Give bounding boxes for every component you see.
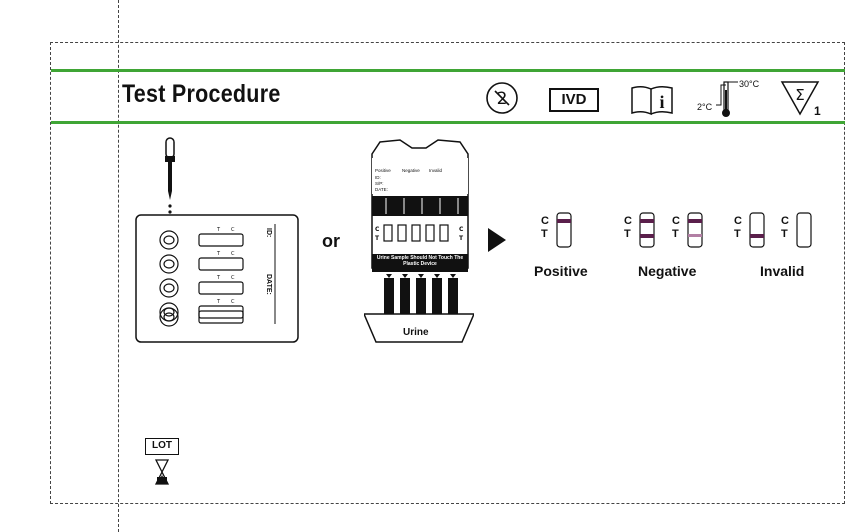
svg-text:T: T (375, 235, 380, 242)
temp-low-label: 2°C (697, 102, 713, 112)
do-not-reuse-icon: 2 (486, 82, 518, 114)
info-book-icon: i (631, 85, 673, 116)
dip-warning-text: Urine Sample Should Not Touch The Plasti… (376, 255, 464, 267)
content-frame (50, 42, 845, 504)
dip-label-negative: Negative (402, 168, 420, 173)
lot-symbol: LOT (145, 438, 179, 455)
test-cassette-panel: T C T C T C T C (135, 214, 299, 343)
guide-line-vertical (118, 0, 119, 532)
strip-invalid-2 (796, 212, 812, 248)
svg-text:T: T (216, 227, 221, 233)
svg-text:C: C (231, 299, 235, 305)
svg-text:C: C (231, 227, 235, 233)
dip-label-positive: Positive (375, 168, 391, 173)
svg-text:T: T (216, 251, 221, 257)
thermometer-icon (716, 81, 738, 117)
dip-label-invalid: Invalid (429, 168, 443, 173)
svg-text:T: T (459, 235, 464, 242)
dip-field-date: DATE: (375, 187, 388, 192)
dip-card-device: CT CT (364, 139, 474, 343)
cassette-id-label: ID: (265, 228, 272, 238)
cassette-date-label: DATE: (265, 274, 272, 295)
svg-text:C: C (375, 226, 380, 233)
svg-text:C: C (231, 251, 235, 257)
label-positive: Positive (534, 263, 588, 279)
dip-field-sp: S/P: (375, 181, 384, 186)
test-cassette-bottom-row (159, 307, 244, 327)
label-negative: Negative (638, 263, 697, 279)
strip-positive (556, 212, 572, 248)
or-connector: or (322, 231, 340, 251)
temp-high-label: 30°C (739, 79, 760, 89)
label-invalid: Invalid (760, 263, 805, 279)
strip-negative-1 (639, 212, 655, 248)
strip-invalid-1 (749, 212, 765, 248)
urine-label: Urine (403, 327, 429, 338)
hourglass-icon (155, 459, 169, 485)
dropper-icon (165, 137, 175, 214)
header-bottom-rule (51, 121, 845, 124)
svg-text:i: i (659, 92, 664, 112)
svg-text:T: T (216, 299, 221, 305)
sigma-icon: Σ (780, 81, 820, 116)
page-title: Test Procedure (122, 80, 281, 108)
strip-negative-2 (687, 212, 703, 248)
svg-text:C: C (459, 226, 464, 233)
arrow-right-icon (488, 228, 506, 252)
ivd-symbol: IVD (549, 88, 599, 112)
svg-text:2: 2 (497, 89, 508, 109)
dip-field-id: ID: (375, 175, 381, 180)
svg-text:T: T (216, 275, 221, 281)
header-top-rule (51, 69, 845, 72)
svg-text:C: C (231, 275, 235, 281)
svg-text:Σ: Σ (795, 86, 804, 104)
sigma-count: 1 (814, 104, 821, 118)
